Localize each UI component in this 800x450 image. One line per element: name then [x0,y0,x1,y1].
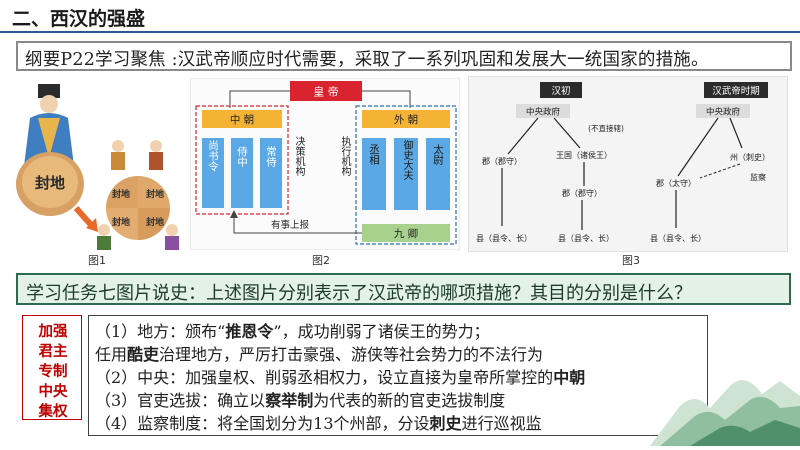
answer-line-5: （4）监察制度：将全国划分为13个州部，分设刺史进行巡视监 [95,414,542,433]
fief-label: 封地 [112,188,130,200]
divided-cake: 封地 封地 封地 封地 [106,176,170,240]
post-label: 御史大夫 [401,140,412,180]
fief-label: 封地 [146,188,164,200]
central-gov-left: 中央政府 [526,107,561,118]
post-label: 太尉 [432,144,444,165]
summary-line: 专制 [38,364,68,380]
fief-label: 封地 [146,216,164,228]
outer-court-label: 外 朝 [394,114,418,126]
decision-organ-label: 决策机构 [293,136,304,176]
figure-3-caption: 图3 [622,254,640,267]
inner-court-label: 中 朝 [230,113,254,126]
arrow-up-icon [230,210,238,218]
post-label: 尚书令 [207,140,219,172]
county-right: 县（县令、长） [650,233,706,243]
lord-figures [97,140,179,250]
commandery-right: 郡（太守） [656,178,696,188]
figure-2-caption: 图2 [312,254,330,267]
nine-ministers-label: 九 卿 [394,228,418,240]
mountain-decoration [650,336,800,450]
title-underline [0,31,800,33]
focus-text: 纲要P22学习聚焦 :汉武帝顺应时代需要，采取了一系列巩固和发展大一统国家的措施… [25,50,709,70]
indirect-label: (不直接辖) [588,123,624,133]
commandery-left-2: 郡（郡守） [562,188,602,198]
page-title: 二、西汉的强盛 [12,8,146,30]
kingdom-label: 王国（诸侯王） [556,151,612,160]
local-admin-diagram: 汉初 汉武帝时期 中央政府 (不直接辖) 郡（郡守） 王国（诸侯王） 郡（郡守）… [467,75,789,253]
answer-line-1: （1）地方：颁布“推恩令”，成功削弱了诸侯王的势力； [95,322,490,341]
summary-box: 加强 君主 专制 中央 集权 [22,315,82,420]
fief-label-main: 封地 [35,174,65,192]
central-gov-right: 中央政府 [706,107,741,118]
whole-cake: 封地 [16,152,84,216]
inner-court-region [195,105,289,215]
wudi-header: 汉武帝时期 [712,85,760,97]
arrow-icon [73,206,95,228]
outer-posts [362,138,450,210]
early-han-header: 汉初 [551,85,570,97]
figure-2: 皇 帝 中 朝 外 朝 九 卿 有事上报 尚书令 侍中 常侍 [189,77,461,251]
supervision-label: 监察 [750,172,766,182]
province-label: 州（刺史） [730,152,770,162]
summary-line: 集权 [38,404,68,420]
answer-line-2: 任用酷吏治理地方，严厉打击豪强、游侠等社会势力的不法行为 [95,345,544,364]
county-left-2: 县（县令、长） [558,233,614,243]
report-label: 有事上报 [271,219,310,231]
answer-line-4: （3）官吏选拔：确立以察举制为代表的新的官吏选拔制度 [95,391,506,410]
summary-line: 加强 [38,324,68,340]
title-bar: 二、西汉的强盛 [0,0,800,33]
enfeoffment-illustration: 封地 封地 封地 封地 封地 [16,84,179,250]
commandery-left: 郡（郡守） [482,156,522,166]
emperor-figure [24,84,74,166]
post-label: 常侍 [265,146,277,167]
figure-3: 汉初 汉武帝时期 中央政府 (不直接辖) 郡（郡守） 王国（诸侯王） 郡（郡守）… [467,75,789,253]
figure-1: 封地 封地 封地 封地 封地 [8,78,186,254]
county-left-1: 县（县令、长） [476,233,532,243]
fief-label: 封地 [112,216,130,228]
summary-line: 中央 [38,384,68,400]
task-question: 学习任务七图片说史：上述图片分别表示了汉武帝的哪项措施？其目的分别是什么？ [26,283,692,304]
post-label: 丞相 [368,144,380,165]
post-label: 侍中 [236,146,248,167]
court-structure-diagram: 皇 帝 中 朝 外 朝 九 卿 有事上报 [189,77,461,251]
focus-box: 纲要P22学习聚焦 :汉武帝顺应时代需要，采取了一系列巩固和发展大一统国家的措施… [16,41,792,71]
execution-organ-label: 执行机构 [339,136,350,176]
inner-posts [202,138,282,208]
figure-1-caption: 图1 [88,254,106,267]
emperor-label: 皇 帝 [313,85,339,99]
summary-line: 君主 [38,344,68,360]
outer-court-region [355,105,457,245]
answer-box: （1）地方：颁布“推恩令”，成功削弱了诸侯王的势力； 任用酷吏治理地方，严厉打击… [88,315,708,436]
answer-line-3: （2）中央：加强皇权、削弱丞相权力，设立直接为皇帝所掌控的中朝 [95,368,586,387]
task-box: 学习任务七图片说史：上述图片分别表示了汉武帝的哪项措施？其目的分别是什么？ [16,273,791,305]
